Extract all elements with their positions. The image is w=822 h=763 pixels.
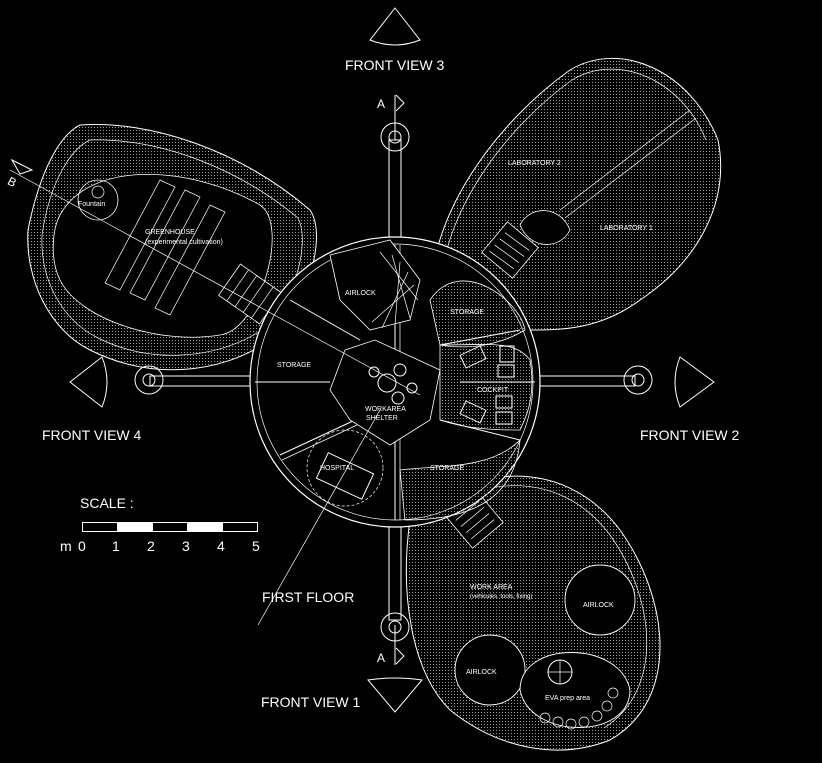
scale-tick: 5 <box>252 538 260 554</box>
front-view-4-marker <box>69 356 108 408</box>
scale-unit: m <box>60 538 72 554</box>
front-view-3-marker <box>369 7 421 46</box>
storage-bottom-label: STORAGE <box>430 465 464 472</box>
front-view-4-label: FRONT VIEW 4 <box>42 427 142 443</box>
scale-tick: 3 <box>182 538 190 554</box>
laboratory-2-label: LABORATORY 2 <box>508 160 561 167</box>
airlock-center-label: AIRLOCK <box>345 290 376 297</box>
greenhouse-label: GREENHOUSE <box>145 229 195 236</box>
airlock-lower-right-chamber <box>564 564 636 636</box>
cultivation-beds <box>104 179 226 316</box>
scale-tick: 1 <box>112 538 120 554</box>
fountain-label: Fountain <box>78 201 105 208</box>
laboratory-1-label: LABORATORY 1 <box>600 225 653 232</box>
airlock-lower-right-label: AIRLOCK <box>583 602 614 609</box>
section-a-bottom: A <box>377 651 385 665</box>
storage-top-label: STORAGE <box>450 309 484 316</box>
airlock-lower-left-label: AIRLOCK <box>466 669 497 676</box>
scale-tick: 4 <box>217 538 225 554</box>
connector-tubes <box>149 95 636 665</box>
view-markers <box>69 7 715 713</box>
airlock-lower-left-chamber <box>454 634 526 706</box>
workarea-module <box>405 475 661 751</box>
laboratory-stair <box>481 221 539 279</box>
front-view-2-label: FRONT VIEW 2 <box>640 427 740 443</box>
shelter-label: SHELTER <box>366 415 398 422</box>
section-a-top: A <box>377 97 385 111</box>
laboratory-module <box>429 57 722 331</box>
first-floor-label: FIRST FLOOR <box>262 589 354 605</box>
eva-suit-racks <box>539 687 619 730</box>
scale-bar <box>82 522 258 532</box>
workarea-center-label: WORKAREA <box>365 406 406 413</box>
center-core <box>329 339 441 446</box>
front-view-3-label: FRONT VIEW 3 <box>345 57 445 73</box>
front-view-2-marker <box>674 356 715 408</box>
central-hub <box>249 236 541 528</box>
cockpit-label: COCKPIT <box>477 387 509 394</box>
section-lines <box>9 94 421 665</box>
docking-ports <box>134 122 653 642</box>
greenhouse-module <box>27 123 317 371</box>
front-view-1-marker <box>367 677 423 713</box>
cockpit-consoles <box>459 345 515 425</box>
center-spiral-stair <box>329 239 421 331</box>
workarea-lower-sub-label: (vehicules, tools, fixing) <box>470 594 532 600</box>
storage-left-label: STORAGE <box>277 362 311 369</box>
hospital-label: HOSPITAL <box>320 465 354 472</box>
scale-tick: 2 <box>147 538 155 554</box>
hospital-room <box>306 429 384 507</box>
front-view-1-label: FRONT VIEW 1 <box>261 694 361 710</box>
workarea-lower-label: WORK AREA <box>470 584 513 591</box>
fountain-shape <box>77 179 119 221</box>
scale-tick: 0 <box>78 538 86 554</box>
scale-title: SCALE : <box>80 495 134 511</box>
greenhouse-sub-label: (experimental cultivation) <box>145 239 223 246</box>
eva-prep-label: EVA prep area <box>545 695 590 702</box>
section-b: B <box>5 174 19 190</box>
